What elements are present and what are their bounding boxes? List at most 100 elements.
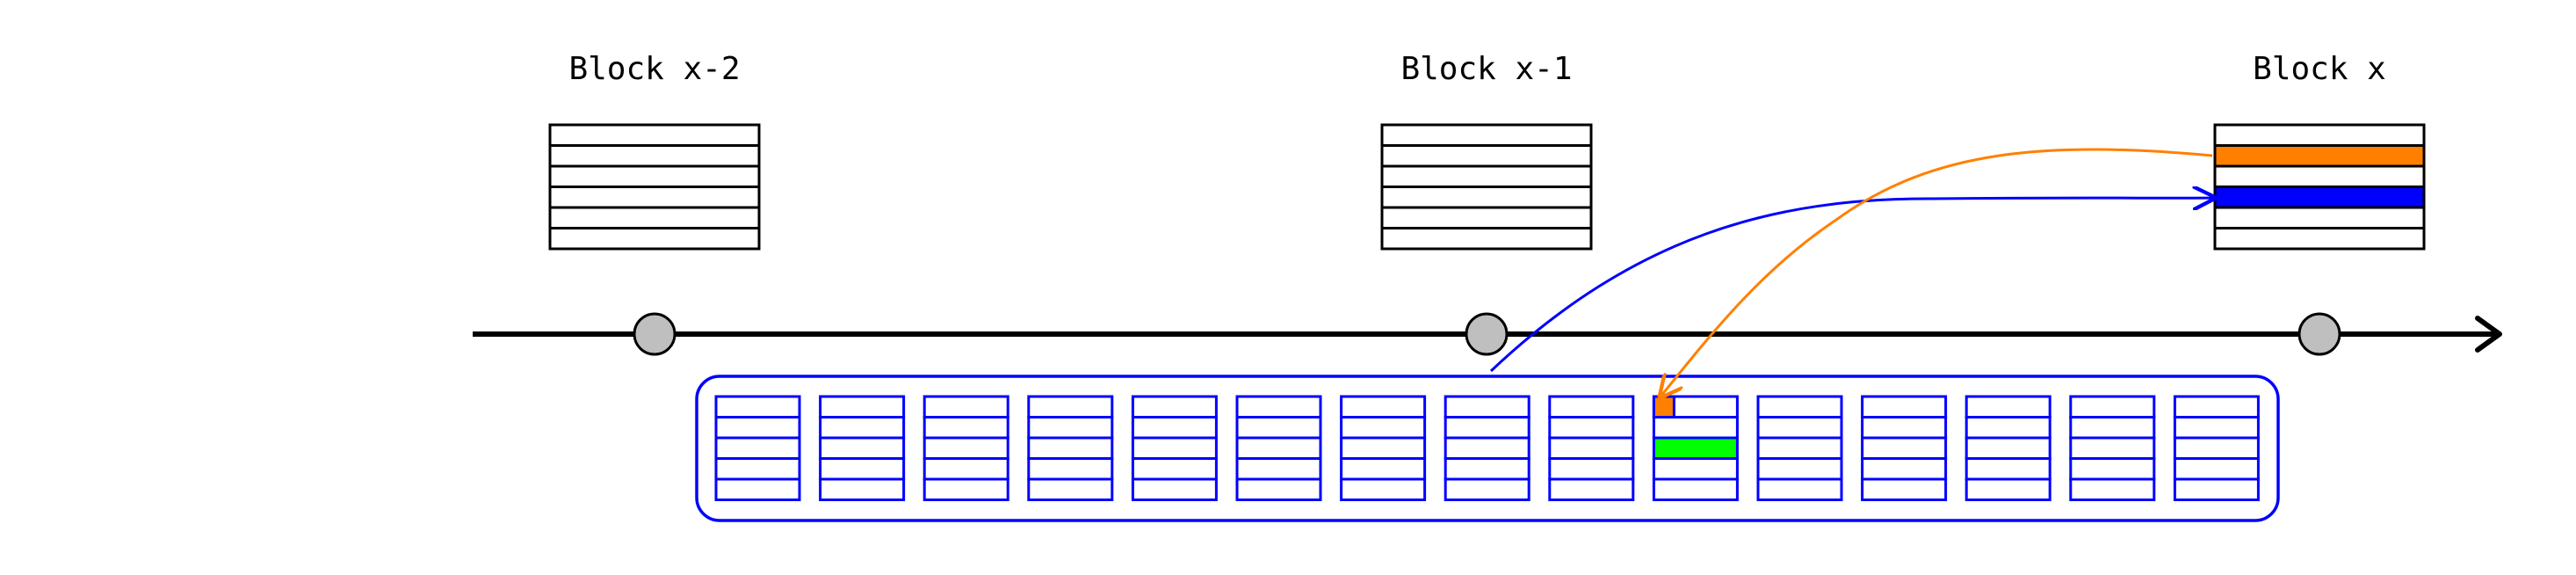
block-label: Block x	[2253, 51, 2386, 87]
pool-cell-1	[819, 395, 906, 501]
pool-cell-row	[1756, 395, 1843, 419]
pool-cell-row	[2173, 416, 2260, 440]
pool-cell-row	[1652, 416, 1739, 440]
pool-cell-row	[1444, 416, 1530, 440]
pool-cell-row	[1235, 477, 1322, 501]
pool-cell-row	[1027, 436, 1114, 460]
pool-cell-row	[819, 436, 906, 460]
pool-cell-row	[1444, 395, 1530, 419]
pool-cell-row	[1027, 395, 1114, 419]
pool-cell-row	[1965, 436, 2051, 460]
pool-cell-row	[1756, 457, 1843, 481]
block-row	[2213, 164, 2426, 188]
pool-cell-row	[923, 477, 1009, 501]
timeline-node-1	[1465, 312, 1509, 356]
block-row	[1380, 206, 1593, 229]
pool-cell-row	[1965, 395, 2051, 419]
blue-arrow	[1489, 198, 2214, 373]
pool-cell-row	[2069, 416, 2156, 440]
pool-cell-12	[1965, 395, 2051, 501]
pool-cell-6	[1340, 395, 1427, 501]
pool-cell-row	[2173, 457, 2260, 481]
blocks-layer: Block x-2 Block x-1 Block x	[548, 51, 2426, 251]
pool-cell-0	[714, 395, 801, 501]
pool-cell-row	[1027, 457, 1114, 481]
arrows-layer	[1489, 148, 2214, 397]
pool-cell-row	[1444, 436, 1530, 460]
pool-cell-row	[714, 457, 801, 481]
pool-cell-row	[1235, 436, 1322, 460]
block-row	[548, 186, 761, 209]
pool-cell-row	[1861, 477, 1948, 501]
pool-cell-row	[1652, 477, 1739, 501]
pool-cell-9	[1652, 395, 1739, 501]
pool-cell-row	[1548, 436, 1635, 460]
pool-cell-row	[1340, 477, 1427, 501]
pool-cell-row	[714, 395, 801, 419]
pool-cell-row	[923, 395, 1009, 419]
block-0: Block x-2	[548, 51, 761, 251]
block-row	[548, 206, 761, 229]
pool-cell-row	[1131, 416, 1218, 440]
block-row	[2213, 227, 2426, 251]
timeline-arrowhead	[2475, 316, 2502, 353]
block-row	[548, 123, 761, 147]
pool-cell-row	[1756, 436, 1843, 460]
pool-cell-row	[2173, 436, 2260, 460]
pool-cell-row	[819, 457, 906, 481]
pool-cell-row	[1340, 395, 1427, 419]
pool-cell-row	[1131, 477, 1218, 501]
pool-cell-row	[1340, 457, 1427, 481]
pool-cell-row	[1548, 457, 1635, 481]
block-row	[1380, 144, 1593, 168]
pool-cell-row	[1131, 457, 1218, 481]
pool-cell-row	[1861, 457, 1948, 481]
pool-cell-row	[1652, 457, 1739, 481]
pool-cell-row	[1444, 457, 1530, 481]
pool-cell-11	[1861, 395, 1948, 501]
pool-cell-row	[2173, 395, 2260, 419]
pool-cell-row	[1548, 395, 1635, 419]
block-label: Block x-2	[568, 51, 740, 87]
pool-cell-row	[1235, 416, 1322, 440]
pool-cell-row	[714, 436, 801, 460]
pool-cell-row	[1965, 477, 2051, 501]
block-2: Block x	[2213, 51, 2426, 251]
pool-cell-row	[1756, 477, 1843, 501]
pool-cell-row	[923, 457, 1009, 481]
timeline-layer	[473, 312, 2502, 356]
pool-cell-row	[819, 395, 906, 419]
pool-cell-row	[2069, 457, 2156, 481]
block-row	[548, 144, 761, 168]
pool-cell-row	[1861, 395, 1948, 419]
pool-cell-row	[1131, 436, 1218, 460]
block-label: Block x-1	[1400, 51, 1572, 87]
block-row	[1380, 186, 1593, 209]
pool-cell-row	[819, 477, 906, 501]
pool-cell-row	[1965, 457, 2051, 481]
pool-cell-row	[1027, 477, 1114, 501]
pool-cell-row	[1027, 416, 1114, 440]
pool-cell-3	[1027, 395, 1114, 501]
timeline-node-0	[633, 312, 677, 356]
pool-cell-row-marked	[1652, 436, 1739, 460]
pool-cell-10	[1756, 395, 1843, 501]
pool-cell-8	[1548, 395, 1635, 501]
block-row	[548, 164, 761, 188]
pool-cell-row	[714, 416, 801, 440]
pool-cell-row	[1548, 477, 1635, 501]
pool-cell-row	[714, 477, 801, 501]
pool-cell-row	[2069, 436, 2156, 460]
pool-cell-14	[2173, 395, 2260, 501]
pool-cell-5	[1235, 395, 1322, 501]
pool-cell-13	[2069, 395, 2156, 501]
pool-cell-row	[1548, 416, 1635, 440]
pool-cell-7	[1444, 395, 1530, 501]
block-1: Block x-1	[1380, 51, 1593, 251]
pool-cell-row	[1861, 416, 1948, 440]
pool-cell-row	[2173, 477, 2260, 501]
pool-cell-row	[923, 416, 1009, 440]
pool-cell-row	[1131, 395, 1218, 419]
